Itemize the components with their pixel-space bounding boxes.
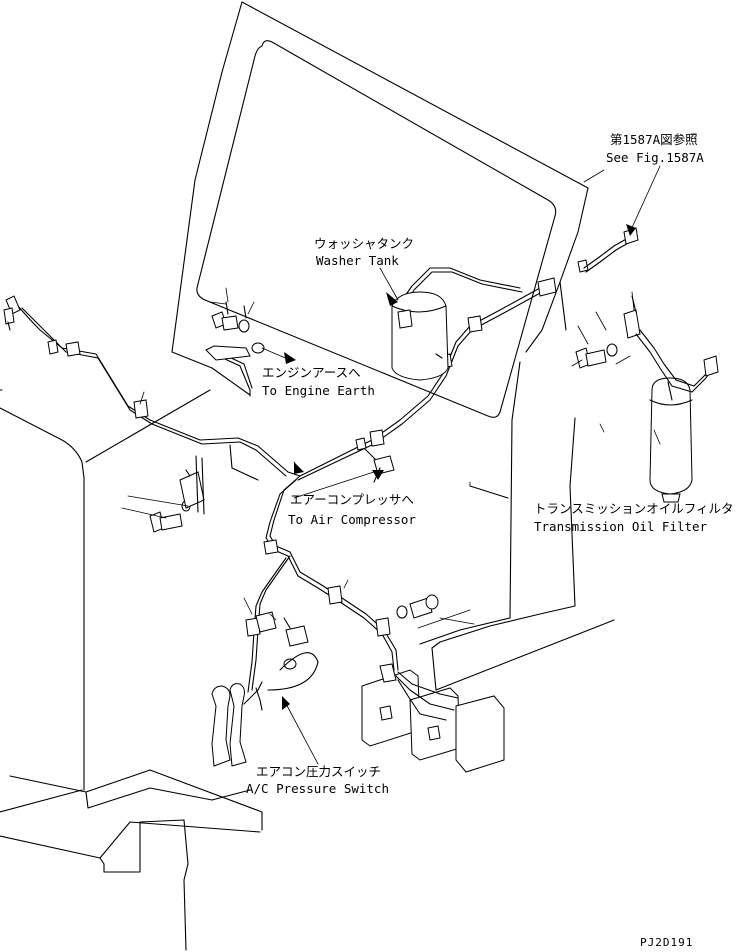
label-engine-earth: エンジンアースへ To Engine Earth xyxy=(262,365,375,398)
ac-switch-en: A/C Pressure Switch xyxy=(246,781,389,796)
see-fig-jp: 第1587A図参照 xyxy=(610,132,698,147)
right-bolt xyxy=(396,594,439,619)
engine-earth-en: To Engine Earth xyxy=(262,383,375,398)
engine-earth-jp: エンジンアースへ xyxy=(262,365,361,380)
drawing-code: PJ2D191 xyxy=(640,936,693,949)
main-harness xyxy=(17,267,543,693)
cab-rear-outline xyxy=(171,1,589,619)
air-compressor-jp: エアーコンプレッサへ xyxy=(290,492,414,507)
engine-earth-bolt xyxy=(211,301,250,333)
switch-box xyxy=(361,663,505,773)
washer-tank-en: Washer Tank xyxy=(316,253,399,268)
horns xyxy=(211,681,263,767)
see-fig-en: See Fig.1587A xyxy=(606,150,704,165)
trans-filter-en: Transmission Oil Filter xyxy=(534,519,708,534)
left-sensor xyxy=(3,295,59,355)
label-ac-switch: エアコン圧力スイッチ A/C Pressure Switch xyxy=(246,764,389,796)
rear-window-frame xyxy=(196,40,557,418)
transmission-oil-filter xyxy=(575,295,719,503)
upper-connector xyxy=(537,227,639,297)
label-washer-tank: ウォッシャタンク Washer Tank xyxy=(314,236,414,268)
washer-tank xyxy=(391,291,449,381)
left-hood-outline xyxy=(0,367,263,951)
right-fender-outline xyxy=(419,281,615,691)
label-see-fig: 第1587A図参照 See Fig.1587A xyxy=(606,132,704,165)
washer-tank-jp: ウォッシャタンク xyxy=(314,236,414,251)
arrow-heads xyxy=(282,224,636,710)
trans-filter-jp: トランスミッションオイルフィルタ xyxy=(534,501,734,516)
ac-pressure-switch xyxy=(255,611,319,691)
air-compressor-en: To Air Compressor xyxy=(288,512,416,527)
engine-earth-terminal xyxy=(205,342,265,361)
left-bracket-bolt xyxy=(149,455,205,533)
ac-switch-jp: エアコン圧力スイッチ xyxy=(256,764,381,779)
label-air-compressor: エアーコンプレッサへ To Air Compressor xyxy=(288,492,416,527)
label-transmission-filter: トランスミッションオイルフィルタ Transmission Oil Filter xyxy=(534,501,734,534)
